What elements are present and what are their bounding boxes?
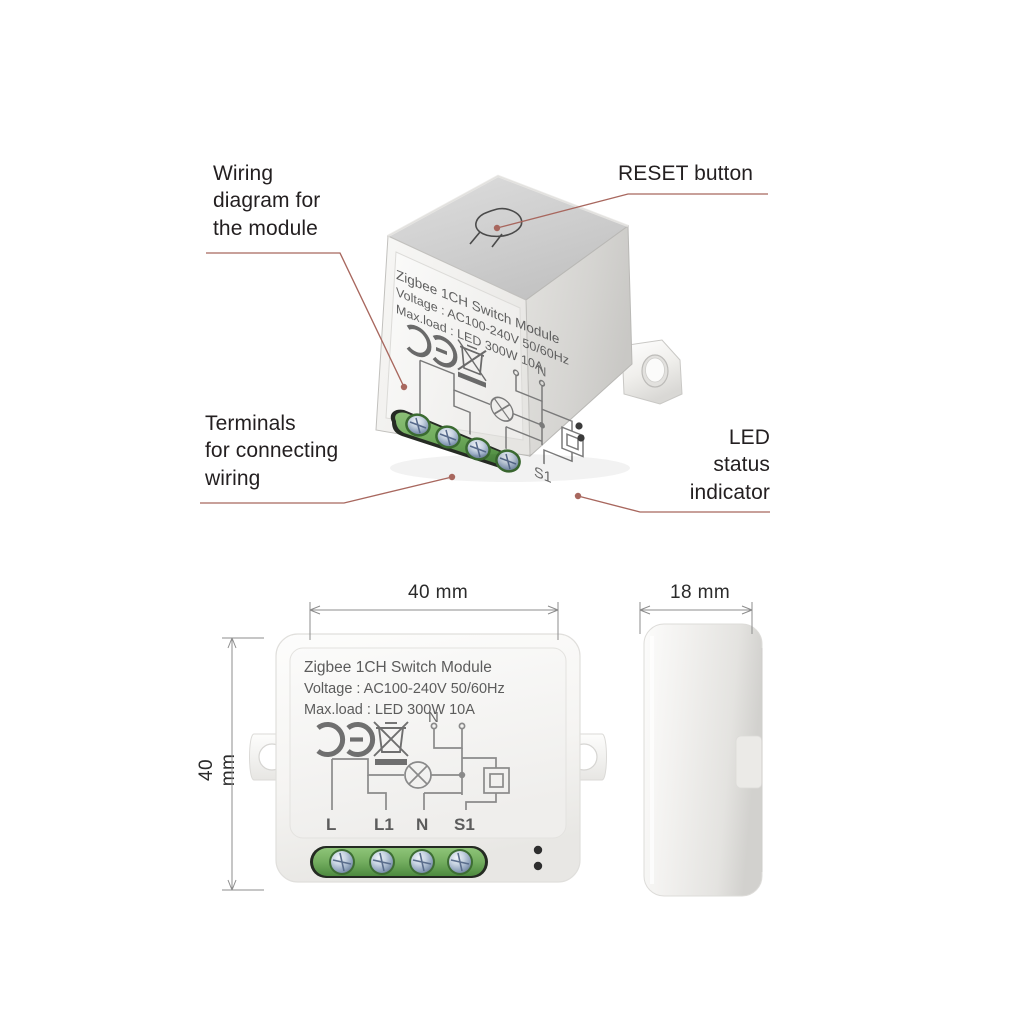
ce-mark-front	[316, 722, 376, 757]
svg-text:L: L	[326, 815, 336, 834]
dimension-height-label: 40 mm	[196, 753, 239, 787]
svg-text:S1: S1	[534, 463, 552, 486]
svg-text:N: N	[416, 815, 428, 834]
svg-text:N: N	[537, 362, 546, 380]
svg-text:Zigbee 1CH Switch Module: Zigbee 1CH Switch Module	[304, 659, 492, 676]
svg-text:S1: S1	[454, 815, 475, 834]
dimension-width-label: 40 mm	[408, 582, 469, 603]
weee-icon-iso	[457, 339, 487, 388]
terminal-screws-iso	[405, 413, 521, 473]
led-status-dots-front	[533, 845, 543, 871]
dimension-depth-label: 18 mm	[670, 582, 731, 603]
product-front-view: Zigbee 1CH Switch Module Voltage : AC100…	[248, 628, 608, 890]
svg-text:Max.load : LED 300W 10A: Max.load : LED 300W 10A	[304, 702, 475, 718]
wiring-schematic-iso: N	[419, 359, 584, 465]
callout-wiring-diagram-label: Wiring diagram for the module	[213, 162, 321, 240]
svg-text:Voltage : AC100-240V 50/60Hz: Voltage : AC100-240V 50/60Hz	[304, 681, 505, 697]
side-module-svg	[643, 623, 763, 897]
led-status-dots-iso	[575, 422, 585, 442]
weee-icon-front	[373, 721, 409, 765]
label-plate-front	[289, 647, 567, 839]
callout-reset-button-label: RESET button	[618, 162, 754, 185]
product-side-view	[636, 618, 786, 903]
terminal-block-front[interactable]	[310, 846, 488, 878]
label-text-front: Zigbee 1CH Switch Module Voltage : AC100…	[304, 659, 505, 718]
mounting-ear-right-iso	[621, 339, 683, 405]
front-module-svg: Zigbee 1CH Switch Module Voltage : AC100…	[249, 633, 607, 883]
isometric-module-svg: Zigbee 1CH Switch Module Voltage : AC100…	[375, 174, 683, 487]
side-tab-detail	[735, 735, 763, 789]
product-isometric-view: Zigbee 1CH Switch Module Voltage : AC100…	[330, 168, 730, 528]
terminal-screws-front	[329, 849, 473, 875]
terminal-block-iso[interactable]	[390, 409, 524, 476]
terminal-letters-front: L L1 N S1	[326, 815, 475, 834]
schematic-neutral-label: N	[428, 709, 439, 726]
ce-mark-iso	[406, 324, 458, 368]
svg-text:L1: L1	[374, 815, 394, 834]
wiring-schematic-front	[331, 722, 510, 810]
